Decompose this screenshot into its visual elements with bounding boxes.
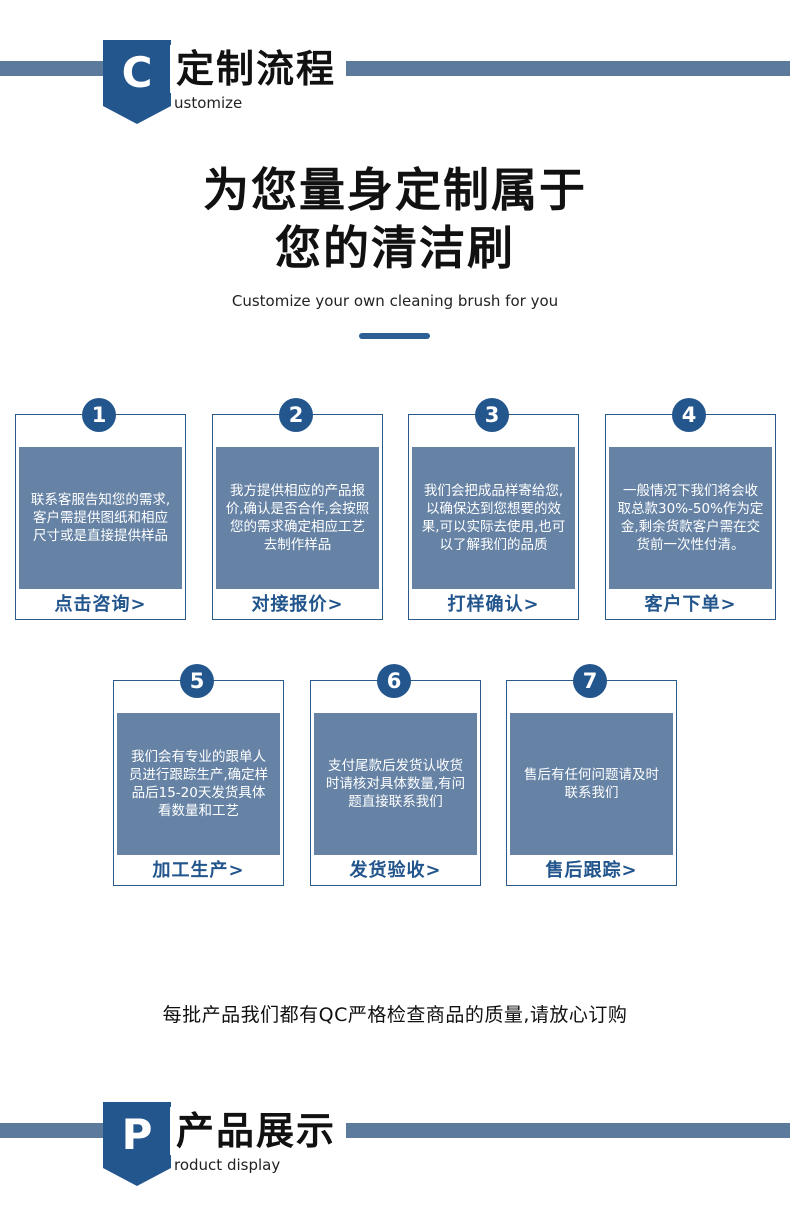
headline-divider [359, 333, 430, 339]
headline-english: Customize your own cleaning brush for yo… [231, 292, 559, 310]
badge-letter: P [121, 1110, 153, 1159]
step-card-5[interactable]: 5 我们会有专业的跟单人员进行跟踪生产,确定样品后15-20天发货具体看数量和工… [113, 664, 284, 886]
step-description: 一般情况下我们将会收取总款30%-50%作为定金,剩余货款客户需在交货前一次性付… [609, 447, 772, 589]
step-description: 支付尾款后发货认收货时请核对具体数量,有问题直接联系我们 [314, 713, 477, 855]
headline-line-1: 为您量身定制属于 [203, 163, 587, 217]
step-number-badge: 6 [377, 664, 411, 698]
step-number-badge: 2 [279, 398, 313, 432]
step-number-badge: 4 [672, 398, 706, 432]
step-description: 我们会有专业的跟单人员进行跟踪生产,确定样品后15-20天发货具体看数量和工艺 [117, 713, 280, 855]
step-link[interactable]: 对接报价> [251, 594, 344, 615]
badge-shape [103, 1102, 171, 1186]
step-link[interactable]: 售后跟踪> [545, 860, 638, 881]
step-description: 我们会把成品样寄给您,以确保达到您想要的效果,可以实际去使用,也可以了解我们的品… [412, 447, 575, 589]
headline-line-2: 您的清洁刷 [275, 221, 515, 275]
step-link[interactable]: 点击咨询> [54, 594, 147, 615]
step-link[interactable]: 打样确认> [447, 594, 540, 615]
step-number-badge: 1 [82, 398, 116, 432]
step-number-badge: 3 [475, 398, 509, 432]
badge-shape [103, 40, 171, 124]
step-card-2[interactable]: 2 我方提供相应的产品报价,确认是否合作,会按照您的需求确定相应工艺去制作样品 … [212, 398, 383, 620]
step-card-1[interactable]: 1 联系客服告知您的需求,客户需提供图纸和相应尺寸或是直接提供样品 点击咨询> [15, 398, 186, 620]
step-card-3[interactable]: 3 我们会把成品样寄给您,以确保达到您想要的效果,可以实际去使用,也可以了解我们… [408, 398, 579, 620]
step-description: 我方提供相应的产品报价,确认是否合作,会按照您的需求确定相应工艺去制作样品 [216, 447, 379, 589]
step-card-7[interactable]: 7 售后有任何问题请及时联系我们 售后跟踪> [506, 664, 677, 886]
step-description: 联系客服告知您的需求,客户需提供图纸和相应尺寸或是直接提供样品 [19, 447, 182, 589]
section-subtitle: roduct display [174, 1156, 281, 1174]
step-card-6[interactable]: 6 支付尾款后发货认收货时请核对具体数量,有问题直接联系我们 发货验收> [310, 664, 481, 886]
step-number-badge: 7 [573, 664, 607, 698]
section-subtitle: ustomize [174, 94, 243, 112]
step-number-badge: 5 [180, 664, 214, 698]
badge-letter: C [121, 48, 153, 97]
step-card-4[interactable]: 4 一般情况下我们将会收取总款30%-50%作为定金,剩余货款客户需在交货前一次… [605, 398, 776, 620]
step-link[interactable]: 加工生产> [152, 860, 245, 881]
section-badge: P [103, 1102, 171, 1186]
qc-note: 每批产品我们都有QC严格检查商品的质量,请放心订购 [162, 1004, 628, 1026]
section-title: 产品展示 [170, 1107, 347, 1155]
section-badge: C [103, 40, 171, 124]
step-description: 售后有任何问题请及时联系我们 [510, 713, 673, 855]
section-title: 定制流程 [170, 45, 347, 93]
step-link[interactable]: 发货验收> [349, 860, 442, 881]
step-link[interactable]: 客户下单> [644, 594, 737, 615]
